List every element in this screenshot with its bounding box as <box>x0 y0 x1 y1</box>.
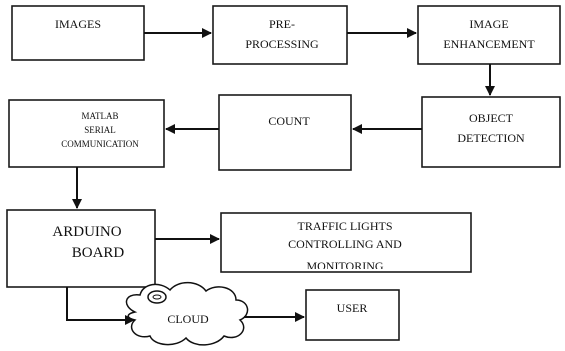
node-images-label: IMAGES <box>55 17 101 31</box>
node-traffic-lights: TRAFFIC LIGHTS CONTROLLING AND MONITORIN… <box>220 212 472 273</box>
node-traffic-lights-label-line1: TRAFFIC LIGHTS <box>297 219 392 233</box>
node-object-detection-label-line2: DETECTION <box>457 131 525 145</box>
node-images: IMAGES <box>11 5 145 61</box>
node-cloud-label: CLOUD <box>167 312 209 326</box>
node-arduino-board-label-line2: BOARD <box>72 245 125 261</box>
node-preprocessing-label-line2: PROCESSING <box>245 37 319 51</box>
node-arduino-board: ARDUINO BOARD <box>6 209 156 288</box>
node-cloud: CLOUD <box>125 281 249 346</box>
node-image-enhancement-label-line1: IMAGE <box>469 17 508 31</box>
node-image-enhancement-label-line2: ENHANCEMENT <box>443 37 535 51</box>
cloud-puff-icon <box>147 290 167 304</box>
node-traffic-lights-label-line2: CONTROLLING AND <box>288 237 402 251</box>
node-user: USER <box>305 289 400 341</box>
node-count-label: COUNT <box>268 114 310 128</box>
node-image-enhancement: IMAGE ENHANCEMENT <box>417 5 561 65</box>
node-preprocessing-label-line1: PRE- <box>269 17 295 31</box>
node-matlab-serial: MATLAB SERIAL COMMUNICATION <box>8 99 165 168</box>
node-object-detection-label-line1: OBJECT <box>469 111 514 125</box>
node-traffic-lights-label-line3: MONITORING <box>306 259 383 273</box>
node-count: COUNT <box>218 94 352 171</box>
node-arduino-board-label-line1: ARDUINO <box>52 224 121 240</box>
node-object-detection: OBJECT DETECTION <box>421 96 561 168</box>
arrow-arduino-to-cloud <box>66 287 135 325</box>
node-matlab-serial-label-line3: COMMUNICATION <box>61 139 139 149</box>
node-matlab-serial-label-line1: MATLAB <box>81 111 118 121</box>
node-user-label: USER <box>337 301 368 315</box>
node-matlab-serial-label-line2: SERIAL <box>84 125 116 135</box>
node-preprocessing: PRE- PROCESSING <box>212 5 348 65</box>
